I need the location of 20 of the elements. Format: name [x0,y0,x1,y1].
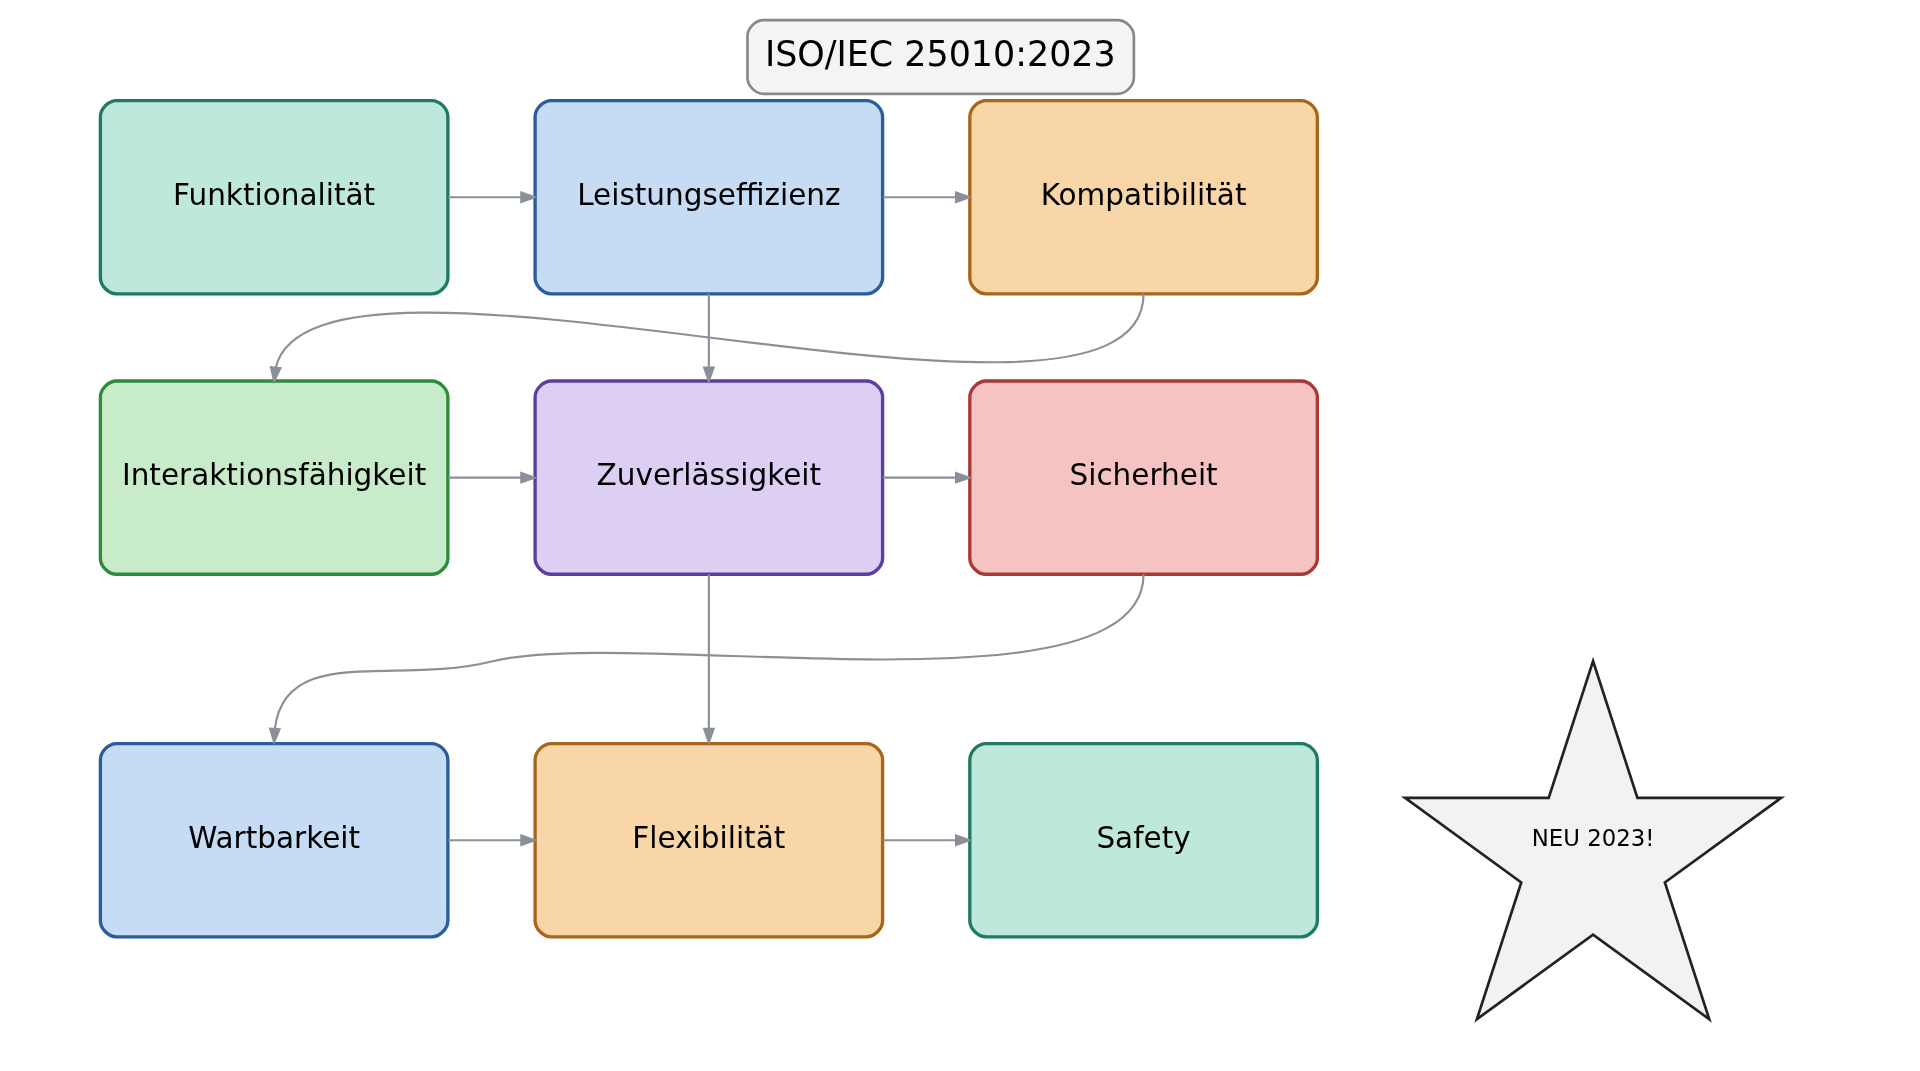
node-box: Interaktionsfähigkeit [98,379,450,576]
node-box: Leistungseffizienz [533,98,885,296]
node-box: Wartbarkeit [98,741,450,939]
node-box: Flexibilität [533,741,885,939]
arrow [702,574,716,746]
diagram-title: ISO/IEC 25010:2023 [764,34,1116,75]
arrow [269,293,1145,385]
arrow [882,834,973,847]
arrow [448,471,538,484]
arrow [882,471,973,484]
arrow [882,191,973,204]
node-box: Kompatibilität [968,98,1319,296]
arrow [448,834,538,847]
node-box: Funktionalität [98,98,450,296]
node-box: Zuverlässigkeit [533,379,885,576]
arrow [702,293,716,385]
arrow [268,573,1145,746]
node-box: Safety [968,741,1319,939]
arrow [448,191,538,204]
node-box: Sicherheit [968,379,1319,576]
